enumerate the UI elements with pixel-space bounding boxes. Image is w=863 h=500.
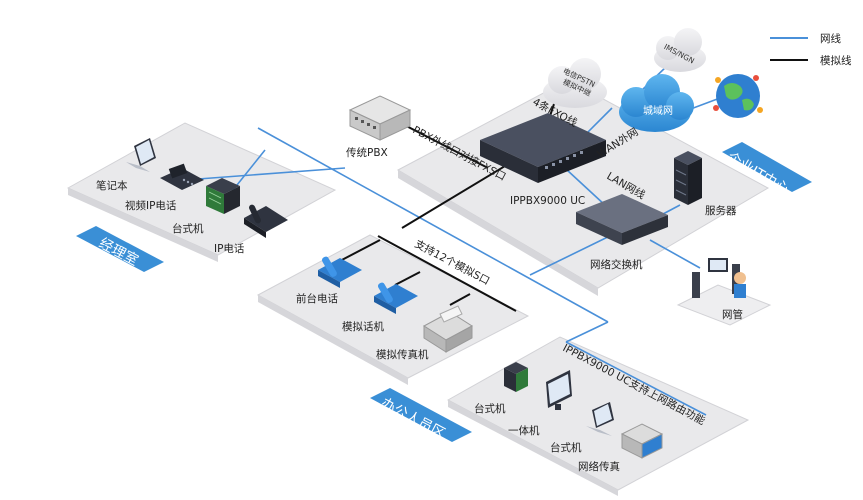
office-platform-side xyxy=(448,400,618,496)
manager-zone-badge: 经理室 xyxy=(76,226,164,272)
legacy-pbx-label: 传统PBX xyxy=(346,146,388,159)
analog-fax-label: 模拟传真机 xyxy=(376,348,429,361)
desktop-tower-icon xyxy=(206,178,240,214)
front-phone-icon xyxy=(318,256,362,288)
switch-label: 网络交换机 xyxy=(590,258,643,271)
ip-phone-label: IP电话 xyxy=(214,242,245,255)
ippbx-label: IPPBX9000 UC xyxy=(510,195,585,207)
globe-icon xyxy=(713,74,763,118)
reception-platform-side xyxy=(258,295,408,385)
pstn-cloud: 电信PSTN 模拟中继 xyxy=(543,58,607,108)
office-desktop1-icon xyxy=(504,362,528,392)
video-phone-icon xyxy=(160,163,204,190)
nms-label: 网管 xyxy=(722,308,743,321)
metro-cloud-label: 城域网 xyxy=(643,104,673,117)
office-laptop-icon xyxy=(586,402,614,436)
legacy-pbx-icon xyxy=(348,95,412,141)
server-icon xyxy=(674,151,702,205)
legend-analog-label: 模拟线 xyxy=(820,54,852,67)
all-in-one-icon xyxy=(546,370,572,410)
legend-network-label: 网线 xyxy=(820,32,841,45)
manager-desktop-label: 台式机 xyxy=(172,222,204,235)
legend: 网线 模拟线 xyxy=(770,32,852,67)
switch-icon xyxy=(576,194,668,245)
ims-cloud: IMS/NGN xyxy=(654,28,706,72)
ip-phone-icon xyxy=(244,204,288,238)
metro-cloud: 城域网 xyxy=(619,74,694,132)
network-fax-icon xyxy=(620,423,664,459)
manager-platform-side xyxy=(68,188,218,262)
server-label: 服务器 xyxy=(705,204,737,217)
all-in-one-label: 一体机 xyxy=(508,424,540,437)
front-phone-label: 前台电话 xyxy=(296,292,338,305)
office-desktop2-label: 台式机 xyxy=(550,441,582,454)
it-platform-side xyxy=(398,170,598,296)
analog-fax-icon xyxy=(423,305,473,353)
analog-phone-icon xyxy=(374,282,418,314)
laptop-label: 笔记本 xyxy=(96,179,128,192)
nms-workstation-icon xyxy=(692,258,746,298)
video-phone-label: 视频IP电话 xyxy=(125,199,177,212)
laptop-icon xyxy=(126,138,156,172)
office-desktop1-label: 台式机 xyxy=(474,402,506,415)
analog-phone-label: 模拟话机 xyxy=(342,320,384,333)
ippbx-device-icon xyxy=(480,113,606,183)
network-fax-label: 网络传真 xyxy=(578,460,620,473)
nms-platform xyxy=(676,284,772,326)
